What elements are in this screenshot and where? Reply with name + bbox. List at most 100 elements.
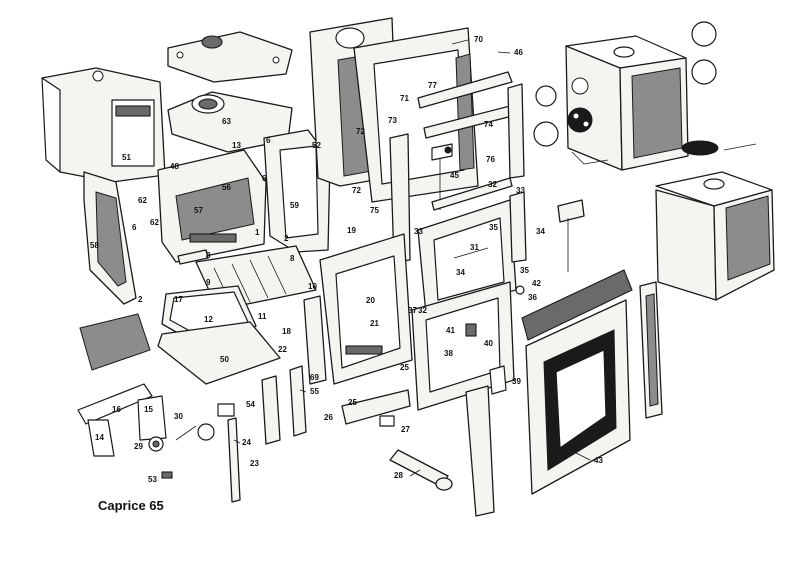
callout: 2	[284, 234, 289, 243]
callout: 41	[446, 326, 455, 335]
callout: 20	[366, 296, 375, 305]
part-ash-pan	[157, 285, 281, 385]
part-riddling-tool	[389, 449, 453, 491]
callout: 25	[348, 398, 357, 407]
callout: 26	[324, 413, 333, 422]
callout: 25	[400, 363, 409, 372]
callout: 54	[246, 400, 255, 409]
callout: 36	[528, 293, 537, 302]
callout: 70	[474, 35, 483, 44]
callout-labels: 70 46 71 77 72 73 74 76 52 72 45 13 6 63…	[90, 35, 603, 484]
callout: 18	[282, 327, 291, 336]
part-cabinet	[655, 171, 775, 301]
callout: 35	[520, 266, 529, 275]
callout: 76	[486, 155, 495, 164]
callout: 15	[144, 405, 153, 414]
callout: 32	[488, 180, 497, 189]
callout: 32	[418, 306, 427, 315]
part-baffles	[77, 383, 167, 457]
part-inner-door	[411, 281, 515, 411]
part-glass-frame	[417, 177, 527, 315]
part-hob-plates	[533, 21, 757, 165]
callout: 30	[174, 412, 183, 421]
diagram-caption: Caprice 65	[98, 498, 164, 513]
callout: 21	[370, 319, 379, 328]
part-left-liner	[83, 171, 137, 305]
callout: 57	[194, 206, 203, 215]
part-outer-door	[521, 269, 633, 495]
callout: 6	[132, 223, 137, 232]
callout: 72	[356, 127, 365, 136]
callout: 52	[312, 141, 321, 150]
callout: 1	[255, 228, 260, 237]
part-firebox-back	[157, 149, 267, 263]
part-brackets	[261, 365, 307, 445]
callout: 42	[532, 279, 541, 288]
callout: 6	[266, 136, 271, 145]
callout: 34	[536, 227, 545, 236]
callout: 13	[232, 141, 241, 150]
callout: 38	[444, 349, 453, 358]
callout: 46	[514, 48, 523, 57]
callout: 14	[95, 433, 104, 442]
callout: 11	[258, 312, 267, 321]
callout: 58	[90, 241, 99, 250]
callout: 39	[512, 377, 521, 386]
callout: 62	[150, 218, 159, 227]
callout: 43	[594, 456, 603, 465]
callout: 77	[428, 81, 437, 90]
callout: 6	[262, 174, 267, 183]
part-door-frame	[303, 233, 413, 385]
part-spindle	[197, 403, 241, 503]
callout: 74	[484, 120, 493, 129]
callout: 22	[278, 345, 287, 354]
callout: 19	[347, 226, 356, 235]
callout: 56	[222, 183, 231, 192]
part-small-fittings	[148, 425, 197, 479]
part-fire-brick	[79, 313, 151, 371]
callout: 73	[388, 116, 397, 125]
callout: 69	[310, 373, 319, 382]
callout: 62	[138, 196, 147, 205]
callout: 63	[222, 117, 231, 126]
callout: 28	[394, 471, 403, 480]
part-hob-box	[565, 35, 689, 171]
part-side-strip	[639, 281, 663, 419]
callout: 24	[242, 438, 251, 447]
callout: 51	[122, 153, 131, 162]
callout: 23	[250, 459, 259, 468]
callout: 2	[138, 295, 143, 304]
callout: 17	[174, 295, 183, 304]
callout: 31	[470, 243, 479, 252]
callout: 29	[134, 442, 143, 451]
callout: 45	[450, 171, 459, 180]
callout: 8	[206, 251, 211, 260]
callout: 12	[204, 315, 213, 324]
part-rails	[389, 71, 525, 263]
callout: 40	[484, 339, 493, 348]
callout: 8	[290, 254, 295, 263]
part-catch	[515, 199, 585, 295]
callout: 55	[310, 387, 319, 396]
callout: 16	[112, 405, 121, 414]
part-firebox-side	[263, 129, 331, 253]
callout: 50	[220, 355, 229, 364]
callout: 33	[414, 227, 423, 236]
part-ash-door	[341, 389, 411, 427]
part-flue-plate	[167, 91, 293, 153]
callout: 35	[489, 223, 498, 232]
callout: 33	[516, 186, 525, 195]
callout: 53	[148, 475, 157, 484]
callout: 10	[308, 282, 317, 291]
callout: 27	[401, 425, 410, 434]
callout: 9	[206, 278, 211, 287]
callout: 72	[352, 186, 361, 195]
callout: 71	[400, 94, 409, 103]
callout: 75	[370, 206, 379, 215]
callout: 37	[408, 306, 417, 315]
callout: 48	[170, 162, 179, 171]
part-side-panel	[41, 67, 166, 183]
callout: 34	[456, 268, 465, 277]
